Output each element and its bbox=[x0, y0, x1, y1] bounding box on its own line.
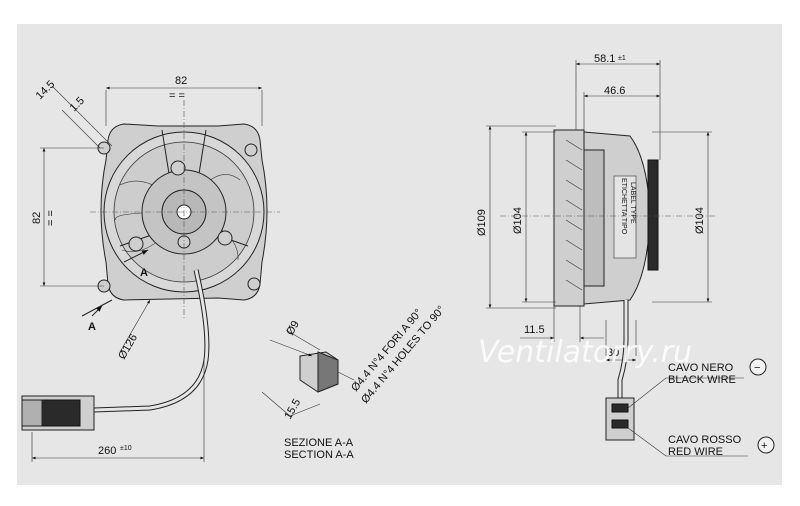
dim-depth-tol: ±1 bbox=[618, 55, 626, 62]
dim-30: 30 bbox=[607, 347, 619, 359]
dim-top-width: 82 bbox=[175, 75, 187, 87]
dim-cable-length: 260 bbox=[98, 445, 116, 457]
dim-depth-body: 46.6 bbox=[604, 85, 625, 97]
front-view: 82 = = 82 = = 14.5 1.5 A A Ø126 260 ±10 bbox=[21, 75, 280, 462]
dim-d109: Ø109 bbox=[476, 209, 488, 236]
dim-d9: Ø9 bbox=[284, 319, 302, 338]
label-type-en: LABEL TYPE bbox=[629, 182, 636, 224]
flange-hole bbox=[247, 277, 261, 291]
plus-sign-icon bbox=[757, 436, 775, 454]
side-rim bbox=[583, 149, 605, 287]
dim-side-height: 82 bbox=[31, 212, 43, 224]
dim-top-width-mark: = = bbox=[169, 90, 185, 102]
flange-hole bbox=[244, 143, 258, 157]
red-wire-en: RED WIRE bbox=[668, 446, 723, 458]
dim-d104-left: Ø104 bbox=[512, 207, 524, 234]
terminal-red bbox=[611, 419, 629, 429]
dim-15-5: 15.5 bbox=[282, 397, 303, 422]
dim-side-height-mark: = = bbox=[45, 210, 57, 226]
dim-14-5: 14.5 bbox=[34, 78, 58, 102]
dim-1-5: 1.5 bbox=[68, 95, 87, 114]
label-type-it: ETICHETTA TIPO bbox=[620, 178, 627, 235]
section-title-en: SECTION A-A bbox=[284, 449, 354, 461]
section-mark-a1: A bbox=[88, 321, 96, 333]
struts bbox=[119, 129, 249, 247]
dim-depth-total: 58.1 bbox=[594, 53, 615, 65]
side-shroud bbox=[553, 129, 585, 307]
dim-d104-right: Ø104 bbox=[694, 207, 706, 234]
holes-note-en: Ø4.4 N°4 HOLES TO 90° bbox=[359, 304, 447, 406]
connector-body bbox=[39, 399, 81, 427]
connector-latch bbox=[21, 399, 43, 427]
black-wire-sign: − bbox=[754, 362, 760, 374]
red-wire-sign: + bbox=[761, 440, 767, 452]
section-hatch bbox=[317, 351, 339, 393]
section-mark-a2: A bbox=[140, 267, 148, 279]
cable bbox=[93, 269, 209, 412]
wire-callouts: CAVO NERO BLACK WIRE − CAVO ROSSO RED WI… bbox=[627, 358, 775, 458]
label-plate bbox=[613, 175, 637, 259]
side-cable bbox=[618, 300, 628, 398]
minus-sign-icon bbox=[749, 358, 767, 376]
mount-hole bbox=[217, 230, 233, 246]
mount-hole bbox=[170, 160, 186, 176]
black-wire-en: BLACK WIRE bbox=[668, 374, 736, 386]
section-title-it: SEZIONE A-A bbox=[284, 437, 354, 449]
mount-hole bbox=[128, 236, 144, 252]
terminal-black bbox=[611, 403, 629, 413]
shroud-ribs bbox=[565, 139, 583, 291]
dim-cable-tol: ±10 bbox=[120, 445, 132, 452]
watermark: Ventilatorry.ru bbox=[478, 335, 692, 370]
dim-diameter-126: Ø126 bbox=[116, 332, 140, 361]
section-view: Ø9 15.5 Ø4.4 N°4 FORI A 90° Ø4.4 N°4 HOL… bbox=[261, 304, 448, 461]
red-wire-it: CAVO ROSSO bbox=[668, 434, 742, 446]
black-wire-it: CAVO NERO bbox=[668, 362, 734, 374]
side-view: ETICHETTA TIPO LABEL TYPE 58.1 ±1 46.6 Ø… bbox=[476, 53, 716, 441]
side-motor-end bbox=[647, 159, 659, 271]
dim-11-5: 11.5 bbox=[524, 324, 545, 336]
